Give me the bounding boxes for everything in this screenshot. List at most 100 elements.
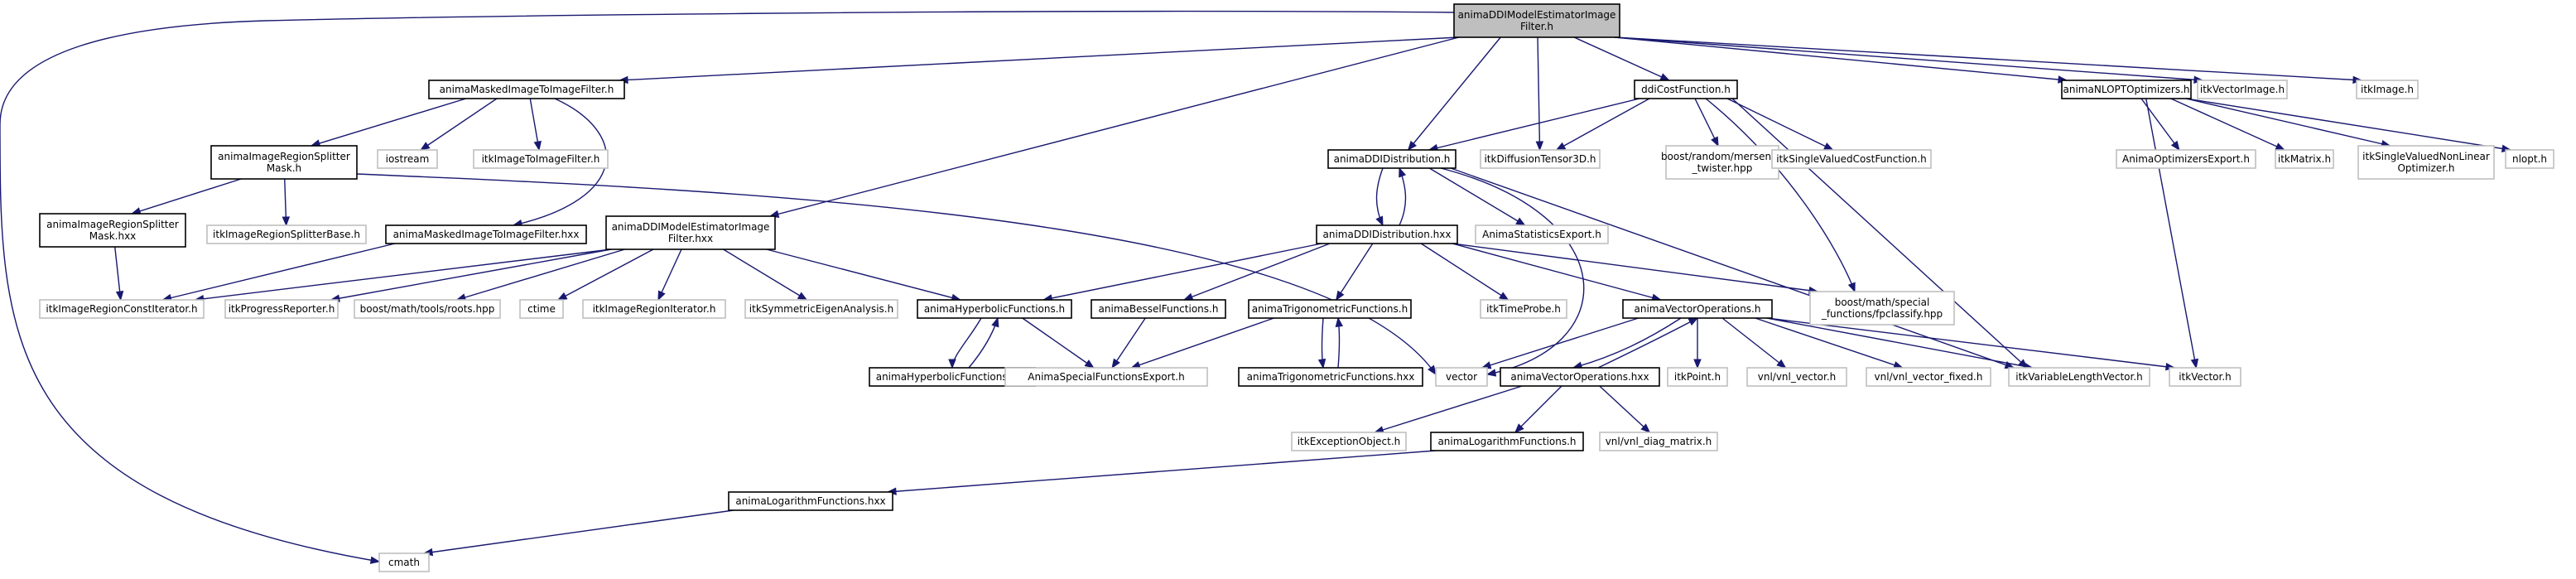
edge-line xyxy=(1450,167,2015,369)
node-box xyxy=(39,213,186,248)
node-box xyxy=(1238,367,1423,387)
node-box xyxy=(1475,224,1609,244)
node-animaStatsExport: AnimaStatisticsExport.h xyxy=(1475,224,1609,244)
edge-line xyxy=(330,248,612,301)
edge-vecOpsH-to-itkVector xyxy=(1766,317,2176,371)
node-itkPoint: itkPoint.h xyxy=(1667,367,1728,387)
node-box xyxy=(605,215,776,250)
node-logHxx[interactable]: animaLogarithmFunctions.hxx xyxy=(728,491,893,511)
edge-mainHxx-to-itkRegionIt xyxy=(657,248,682,302)
edge-maskedFilterHxx-to-itkRegionConstIt xyxy=(161,243,396,302)
node-vnlVectorFixed: vnl/vnl_vector_fixed.h xyxy=(1866,367,1991,387)
node-ddiDistH[interactable]: animaDDIDistribution.h xyxy=(1327,149,1457,169)
node-itkException: itkExceptionObject.h xyxy=(1291,432,1407,451)
node-box xyxy=(224,299,339,319)
edge-mainHxx-to-itkSymEigen xyxy=(723,248,808,301)
node-vnlVector: vnl/vnl_vector.h xyxy=(1746,367,1847,387)
edge-arrowhead xyxy=(1428,364,1437,376)
node-label: vector xyxy=(1446,371,1477,383)
node-vecOpsH[interactable]: animaVectorOperations.h xyxy=(1622,299,1773,319)
node-itkSingleValuedCost: itkSingleValuedCostFunction.h xyxy=(1771,149,1932,169)
edge-line xyxy=(1597,317,1698,369)
edge-arrowhead xyxy=(556,292,568,301)
node-box xyxy=(1453,3,1620,38)
node-label: animaMaskedImageToImageFilter.h xyxy=(440,84,614,95)
node-box xyxy=(1004,367,1208,387)
edge-line xyxy=(1452,243,1818,292)
node-itkMatrix: itkMatrix.h xyxy=(2275,149,2334,169)
edge-regionSplitterH-to-regionSplitterHxx xyxy=(131,178,242,215)
node-itkRegionConstIt: itkImageRegionConstIterator.h xyxy=(39,299,205,319)
node-logH[interactable]: animaLogarithmFunctions.h xyxy=(1430,432,1584,451)
node-label: itkVectorImage.h xyxy=(2200,84,2285,95)
edge-ddiDistHxx-to-trigoH xyxy=(1336,243,1374,302)
edge-line xyxy=(1022,317,1095,369)
node-label: animaMaskedImageToImageFilter.hxx xyxy=(393,229,580,240)
node-hyperHxx[interactable]: animaHyperbolicFunctions.hxx xyxy=(869,367,1036,387)
node-nloptH[interactable]: animaNLOPTOptimizers.h xyxy=(2061,80,2192,99)
node-maskedFilterH[interactable]: animaMaskedImageToImageFilter.h xyxy=(428,80,625,99)
node-trigoH[interactable]: animaTrigonometricFunctions.h xyxy=(1248,299,1412,319)
edge-line xyxy=(2185,98,2511,151)
edge-line xyxy=(1705,98,1856,292)
node-trigoHxx[interactable]: animaTrigonometricFunctions.hxx xyxy=(1238,367,1423,387)
edge-line xyxy=(132,178,242,215)
edge-regionSplitterHxx-to-itkRegionConstIt xyxy=(114,246,124,302)
node-boostRoots: boost/math/tools/roots.hpp xyxy=(354,299,501,319)
edge-ddiCostH-to-boostRandom xyxy=(1694,98,1719,147)
node-maskedFilterHxx[interactable]: animaMaskedImageToImageFilter.hxx xyxy=(385,224,587,244)
edge-ddiDistHxx-to-itkTimeProbe xyxy=(1420,243,1509,301)
edge-main-to-mainHxx xyxy=(768,36,1460,218)
node-label: ctime xyxy=(527,303,556,315)
edge-arrowhead xyxy=(1399,166,1407,178)
edge-line xyxy=(420,98,498,151)
edge-line xyxy=(1537,36,1541,151)
node-box xyxy=(1771,149,1932,169)
edge-arrowhead xyxy=(1375,215,1384,227)
node-cmath: cmath xyxy=(378,552,430,572)
node-box xyxy=(2197,80,2288,99)
edge-main-to-itkImage xyxy=(1614,36,2363,84)
edge-line xyxy=(951,317,982,369)
edge-line xyxy=(1375,385,1523,433)
node-label: itkPoint.h xyxy=(1674,371,1721,383)
edge-arrowhead xyxy=(1822,142,1834,151)
edge-line xyxy=(1573,36,1670,81)
node-box xyxy=(1327,149,1457,169)
node-label: animaDDIModelEstimatorImage xyxy=(612,221,770,233)
node-label: itkImageRegionSplitterBase.h xyxy=(213,229,360,240)
node-ctime: ctime xyxy=(519,299,564,319)
node-itkVector: itkVector.h xyxy=(2169,367,2241,387)
node-box xyxy=(1746,367,1847,387)
edge-line xyxy=(1428,167,1525,226)
edge-line xyxy=(2185,98,2391,147)
edge-ddiCostH-to-boostFpclassify xyxy=(1705,98,1856,293)
node-ddiCostH[interactable]: ddiCostFunction.h xyxy=(1634,80,1738,99)
node-label: boost/math/tools/roots.hpp xyxy=(360,303,495,315)
node-label: animaLogarithmFunctions.hxx xyxy=(735,495,885,507)
node-label: AnimaStatisticsExport.h xyxy=(1482,229,1601,240)
edge-line xyxy=(1721,317,1786,369)
node-label: Mask.h xyxy=(267,162,301,174)
node-hyperH[interactable]: animaHyperbolicFunctions.h xyxy=(917,299,1072,319)
edge-line xyxy=(1766,317,2175,369)
node-vecOpsHxx[interactable]: animaVectorOperations.hxx xyxy=(1500,367,1660,387)
node-label: animaHyperbolicFunctions.hxx xyxy=(876,371,1029,383)
node-label: itkMatrix.h xyxy=(2278,153,2331,165)
edge-line xyxy=(2145,98,2197,369)
edge-arrowhead xyxy=(1499,292,1509,301)
edge-line xyxy=(0,10,1455,562)
node-label: animaBesselFunctions.h xyxy=(1099,303,1219,315)
node-box xyxy=(1667,367,1728,387)
edge-logH-to-logHxx xyxy=(886,450,1437,495)
node-label: Optimizer.h xyxy=(2397,162,2454,174)
node-besselH[interactable]: animaBesselFunctions.h xyxy=(1091,299,1226,319)
edge-vecOpsH-to-vnlVector xyxy=(1721,317,1787,369)
node-ddiDistHxx[interactable]: animaDDIDistribution.hxx xyxy=(1316,224,1458,244)
node-boostRandom: boost/random/mersenne_twister.hpp xyxy=(1661,145,1784,180)
